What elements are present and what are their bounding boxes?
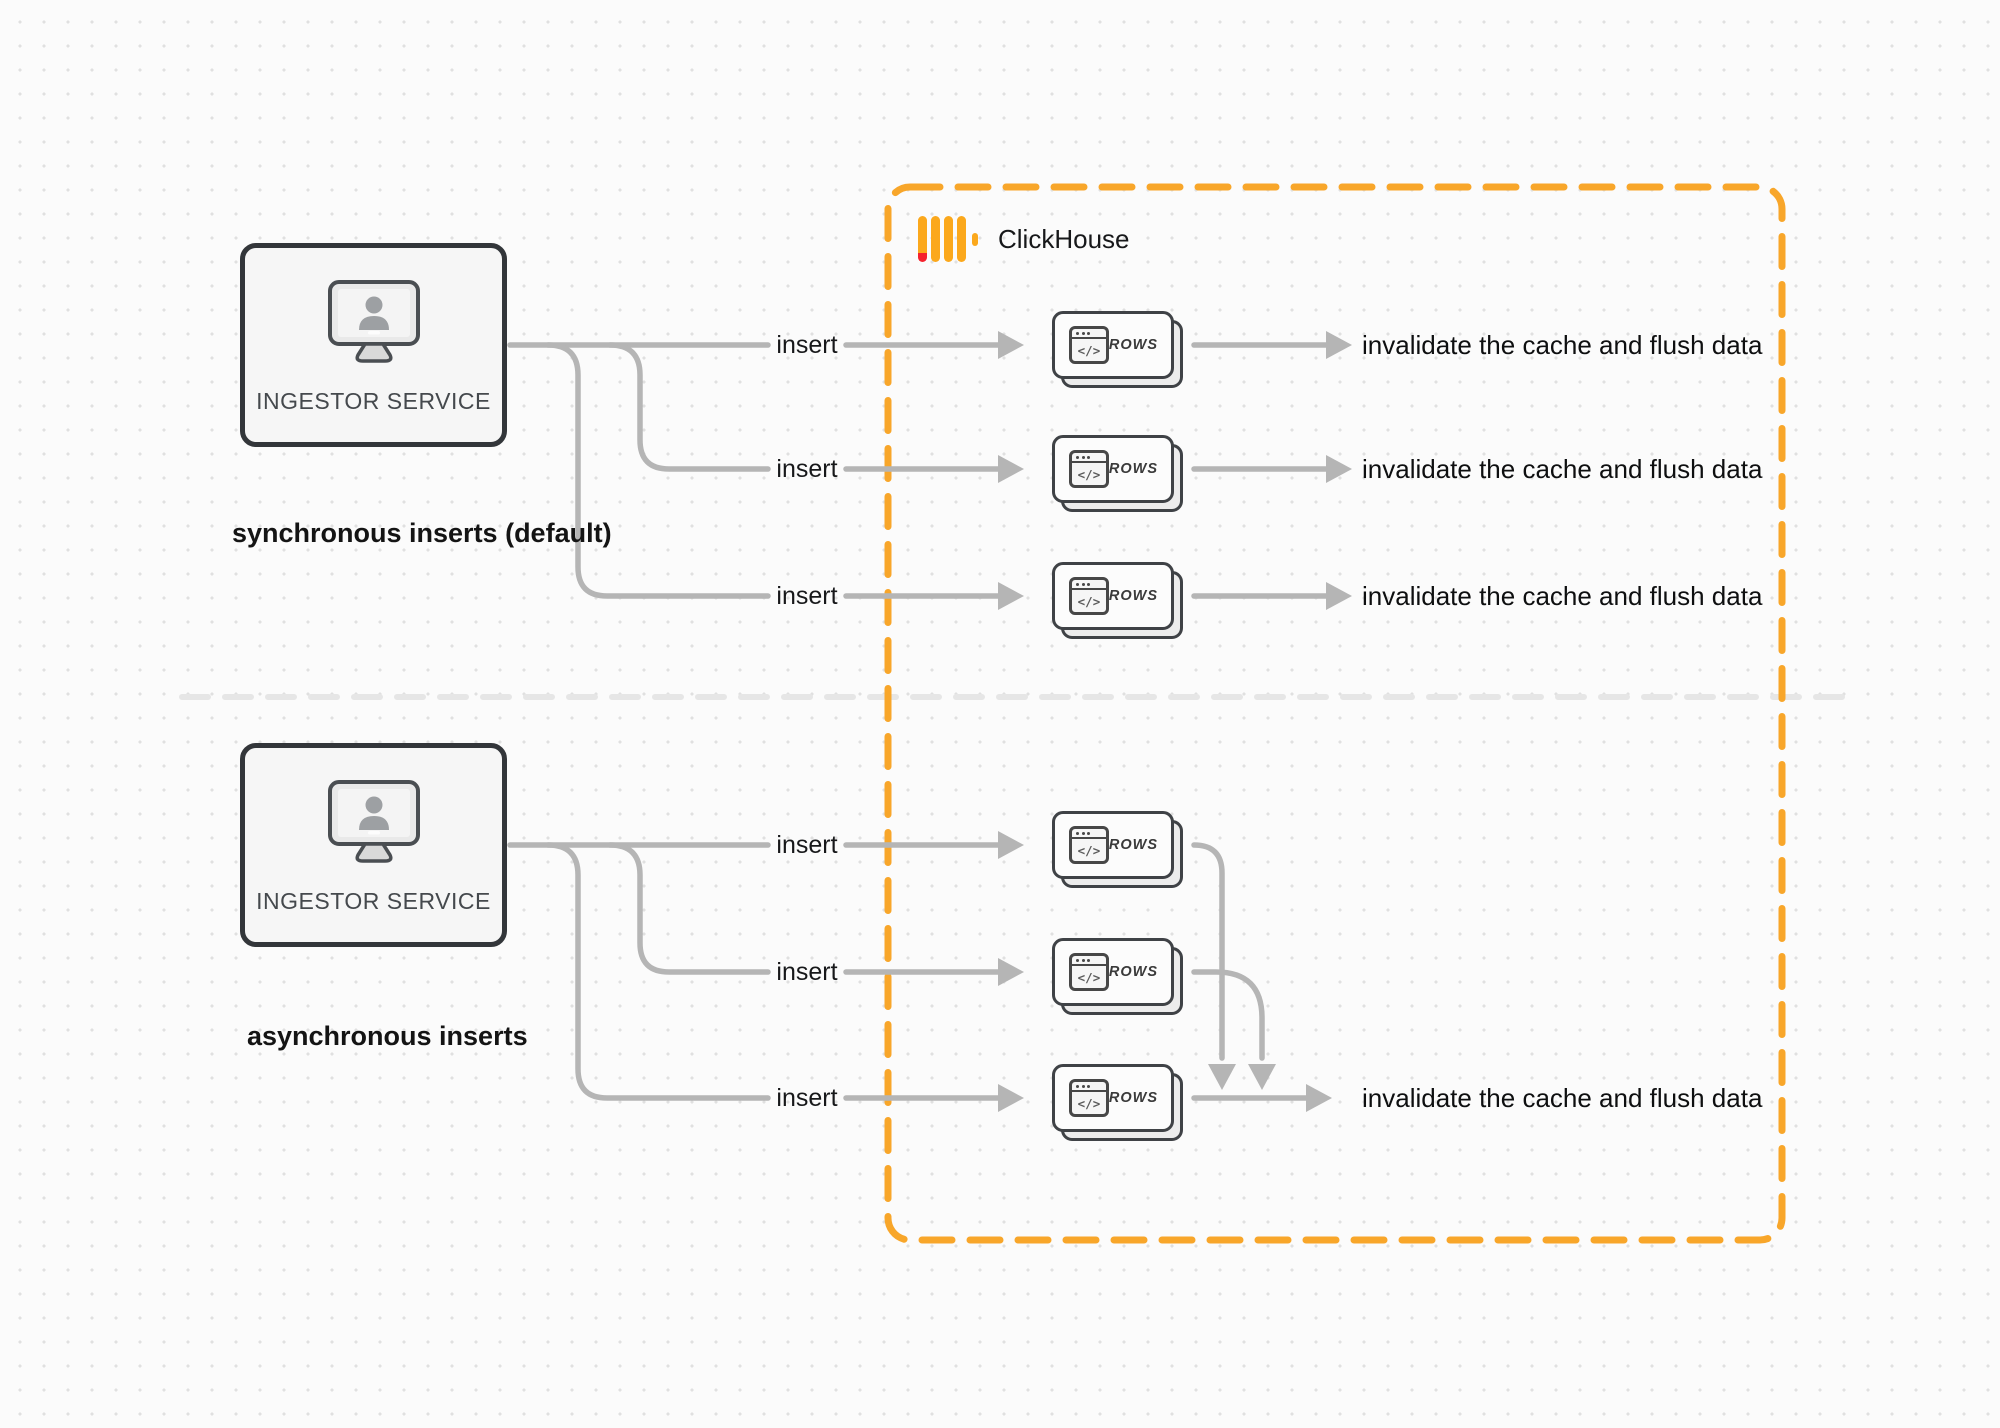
arrowheads [998, 331, 1352, 1112]
rows-card: </> ROWS [1052, 562, 1174, 630]
ingestor-service-box-sync: INGESTOR SERVICE [240, 243, 507, 447]
async-caption: asynchronous inserts [247, 1021, 528, 1051]
logo-bar [944, 216, 953, 262]
result-label: invalidate the cache and flush data [1362, 330, 1763, 360]
sync-branch-row3 [545, 342, 771, 599]
monitor-user-icon [327, 779, 420, 863]
sync-caption: synchronous inserts (default) [232, 518, 612, 548]
arrowhead [998, 831, 1024, 859]
logo-dash [972, 233, 978, 246]
gray-wires [507, 342, 1329, 1101]
async-branch-row3 [545, 842, 771, 1101]
rows-label: ROWS [1108, 588, 1158, 604]
rows-label: ROWS [1108, 461, 1158, 477]
code-window-icon: </> [1069, 326, 1109, 364]
async-drop-line-2 [1191, 969, 1265, 1061]
monitor-user-icon [327, 279, 420, 363]
rows-label: ROWS [1108, 337, 1158, 353]
async-branch-row2 [607, 842, 771, 975]
logo-bar [931, 216, 940, 262]
arrowhead [998, 958, 1024, 986]
code-window-icon: </> [1069, 450, 1109, 488]
result-label: invalidate the cache and flush data [1362, 454, 1763, 484]
rows-node: </> ROWS [1052, 938, 1184, 1016]
code-window-icon: </> [1069, 1079, 1109, 1117]
arrowhead [1326, 582, 1352, 610]
result-label: invalidate the cache and flush data [1362, 581, 1763, 611]
clickhouse-logo-icon [918, 216, 978, 263]
arrowhead [998, 582, 1024, 610]
insert-label: insert [776, 331, 838, 359]
rows-label: ROWS [1108, 1090, 1158, 1106]
async-drop-line-1 [1191, 842, 1225, 1061]
rows-node: </> ROWS [1052, 562, 1184, 640]
arrowhead [998, 455, 1024, 483]
insert-label: insert [776, 582, 838, 610]
clickhouse-name: ClickHouse [998, 224, 1130, 254]
rows-label: ROWS [1108, 837, 1158, 853]
rows-card: </> ROWS [1052, 1064, 1174, 1132]
logo-bar [957, 216, 966, 262]
arrowhead [1306, 1084, 1332, 1112]
ingestor-service-label: INGESTOR SERVICE [256, 387, 491, 414]
rows-label: ROWS [1108, 964, 1158, 980]
arrowhead [1326, 455, 1352, 483]
rows-card: </> ROWS [1052, 311, 1174, 379]
arrowhead-down [1248, 1064, 1276, 1090]
ingestor-service-label: INGESTOR SERVICE [256, 887, 491, 914]
code-window-icon: </> [1069, 826, 1109, 864]
sync-branch-row2 [607, 342, 771, 472]
ingestor-service-box-async: INGESTOR SERVICE [240, 743, 507, 947]
insert-label: insert [776, 455, 838, 483]
rows-node: </> ROWS [1052, 311, 1184, 389]
rows-node: </> ROWS [1052, 811, 1184, 889]
insert-label: insert [776, 831, 838, 859]
arrowhead [998, 331, 1024, 359]
clickhouse-logo: ClickHouse [918, 216, 1130, 263]
arrowhead-down [1208, 1064, 1236, 1090]
logo-bar [918, 216, 927, 262]
rows-node: </> ROWS [1052, 1064, 1184, 1142]
code-window-icon: </> [1069, 953, 1109, 991]
insert-label: insert [776, 958, 838, 986]
rows-card: </> ROWS [1052, 435, 1174, 503]
arrowhead [998, 1084, 1024, 1112]
clickhouse-boundary [884, 183, 1786, 1244]
rows-card: </> ROWS [1052, 811, 1174, 879]
rows-card: </> ROWS [1052, 938, 1174, 1006]
arrowhead [1326, 331, 1352, 359]
rows-node: </> ROWS [1052, 435, 1184, 513]
code-window-icon: </> [1069, 577, 1109, 615]
insert-label: insert [776, 1084, 838, 1112]
result-label: invalidate the cache and flush data [1362, 1083, 1763, 1113]
